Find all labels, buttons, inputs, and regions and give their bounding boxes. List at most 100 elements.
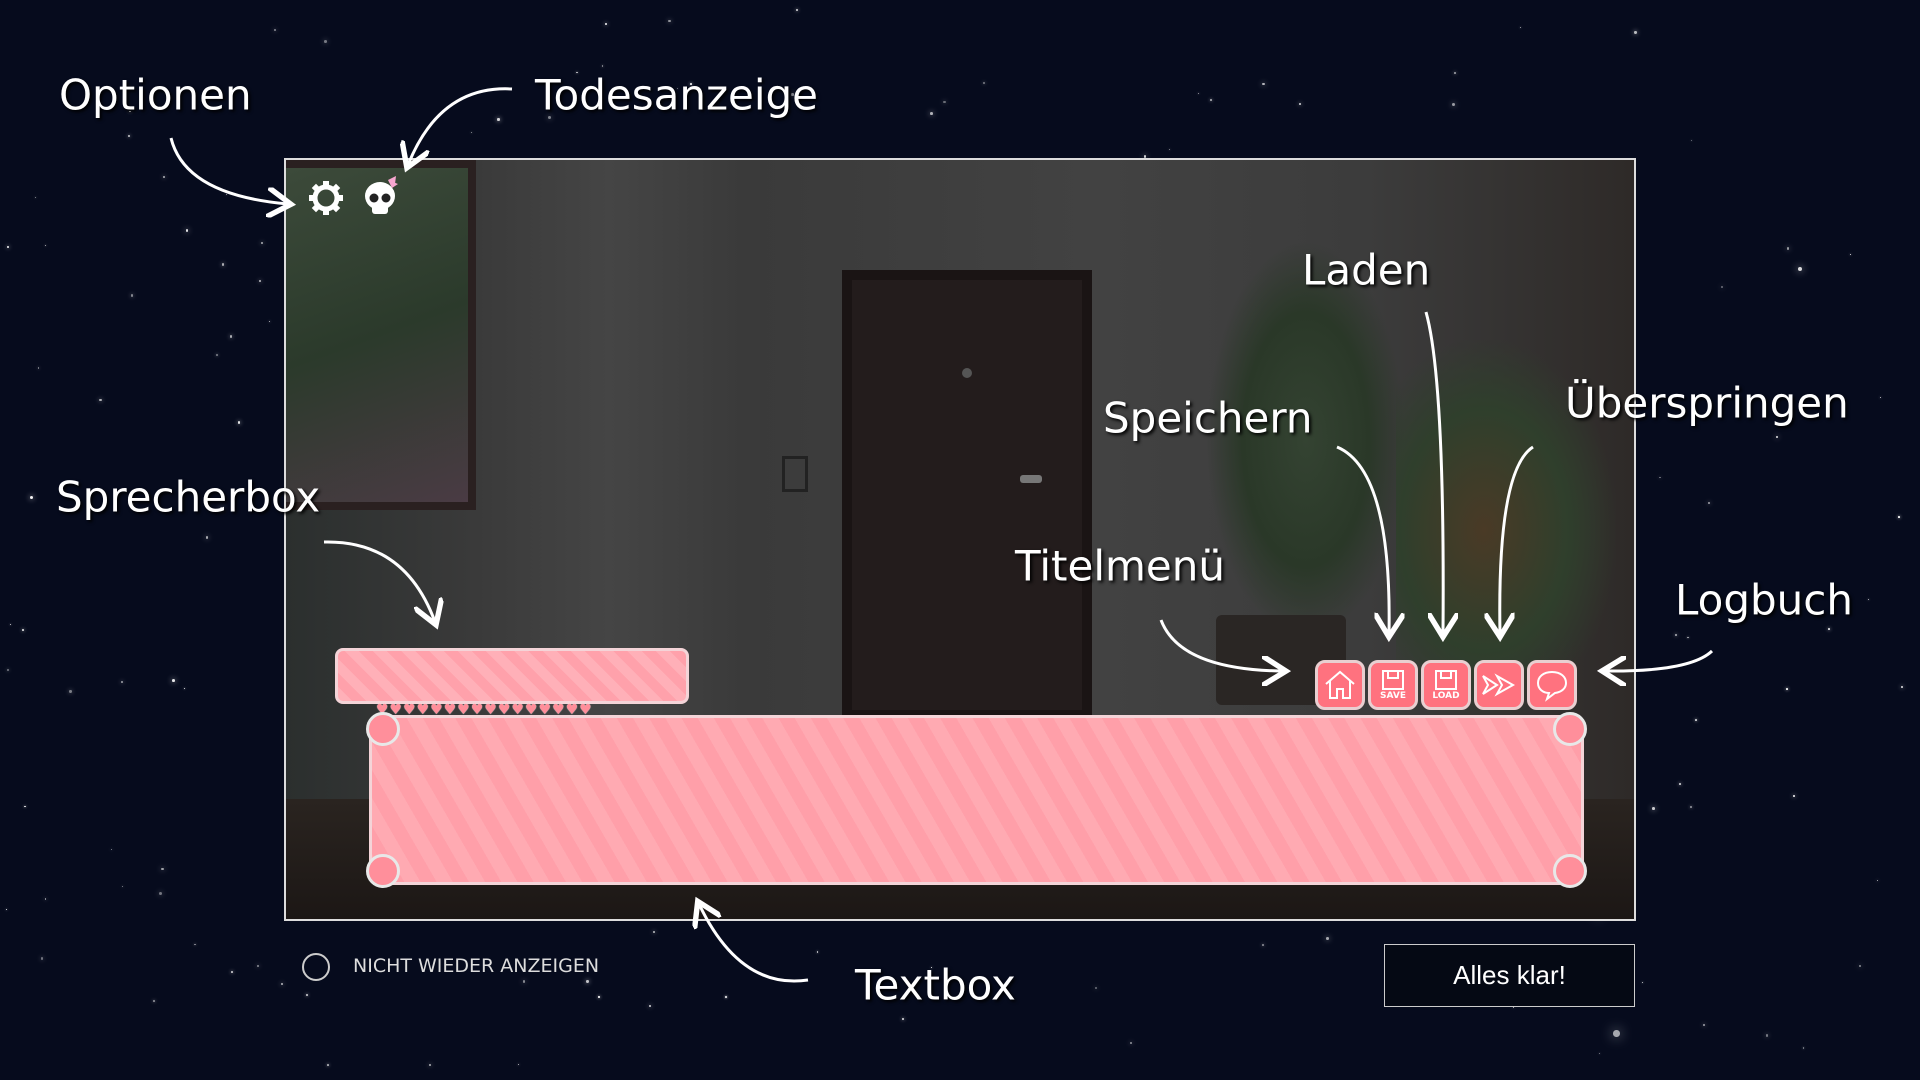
star <box>1451 103 1455 107</box>
star <box>1879 396 1881 398</box>
star <box>69 690 72 693</box>
star <box>305 993 308 996</box>
star <box>1858 964 1862 968</box>
load-button[interactable]: LOAD <box>1421 660 1471 710</box>
star <box>225 193 228 195</box>
light-switch <box>782 456 808 492</box>
star <box>237 421 240 424</box>
label-load: Laden <box>1302 245 1431 295</box>
star <box>159 891 163 895</box>
star <box>1674 634 1677 637</box>
star <box>1658 476 1661 479</box>
star <box>930 966 932 968</box>
star <box>548 116 552 120</box>
floppy-icon <box>1382 670 1404 690</box>
star <box>130 294 134 297</box>
star <box>1143 154 1147 158</box>
star <box>1169 148 1171 150</box>
quick-menu: SAVE LOAD <box>1315 660 1577 710</box>
star <box>929 112 933 116</box>
star <box>1513 1006 1515 1008</box>
star <box>37 367 40 369</box>
star <box>791 93 794 96</box>
label-textbox: Textbox <box>855 960 1016 1010</box>
star <box>194 943 196 946</box>
label-options: Optionen <box>59 70 252 120</box>
star <box>677 88 679 90</box>
star <box>44 897 47 900</box>
star <box>110 848 113 851</box>
star <box>163 176 166 179</box>
star <box>34 197 36 199</box>
star <box>725 996 727 998</box>
star <box>1849 254 1852 256</box>
star <box>1765 1034 1769 1037</box>
star <box>160 867 164 871</box>
speaker-box <box>335 648 689 704</box>
star <box>1720 285 1724 289</box>
door <box>842 270 1092 720</box>
star <box>816 951 819 953</box>
star <box>586 980 589 983</box>
star <box>281 982 284 985</box>
star <box>1786 688 1788 690</box>
star <box>185 229 189 233</box>
home-icon <box>1325 670 1355 699</box>
star <box>221 263 224 266</box>
star <box>1803 1047 1805 1049</box>
star <box>1641 981 1643 983</box>
star <box>796 9 799 12</box>
game-screenshot: ♥♥♥♥♥♥♥♥♥♥♥♥♥♥♥♥ SAVE LOAD <box>284 158 1636 921</box>
star <box>517 1064 520 1066</box>
star <box>1634 31 1637 34</box>
star <box>128 110 131 113</box>
title-menu-button[interactable] <box>1315 660 1365 710</box>
star <box>120 680 124 684</box>
star <box>602 65 604 67</box>
label-title-menu: Titelmenü <box>1015 541 1225 591</box>
star <box>327 1064 329 1066</box>
star <box>1519 26 1521 28</box>
label-log: Logbuch <box>1675 575 1854 625</box>
label-speaker-box: Sprecherbox <box>56 472 321 522</box>
star <box>576 71 578 73</box>
star <box>1687 636 1689 638</box>
skip-button[interactable] <box>1474 660 1524 710</box>
star <box>604 23 607 26</box>
star <box>230 970 233 973</box>
star <box>902 1018 904 1021</box>
star <box>44 244 46 246</box>
text-box <box>366 712 1587 888</box>
star <box>99 398 102 401</box>
ok-button[interactable]: Alles klar! <box>1384 944 1635 1007</box>
star <box>1695 719 1697 721</box>
star <box>1651 807 1655 811</box>
star <box>1678 783 1681 786</box>
flower-painting <box>286 160 476 510</box>
gear-icon[interactable] <box>306 178 346 218</box>
star <box>1708 502 1711 505</box>
load-button-label: LOAD <box>1432 691 1460 701</box>
star <box>1876 879 1879 882</box>
fast-forward-icon <box>1482 673 1516 697</box>
star <box>1326 936 1330 940</box>
save-button-label: SAVE <box>1380 691 1406 701</box>
star <box>9 623 11 625</box>
save-button[interactable]: SAVE <box>1368 660 1418 710</box>
star <box>1453 72 1456 74</box>
star <box>256 964 259 967</box>
star <box>1792 795 1795 798</box>
dont-show-again-checkbox[interactable] <box>302 953 330 981</box>
skull-icon[interactable] <box>362 176 402 216</box>
label-save: Speichern <box>1103 393 1313 443</box>
star <box>652 931 656 934</box>
star <box>29 496 33 500</box>
star <box>648 1004 651 1008</box>
speech-bubble-icon <box>1536 670 1568 702</box>
log-button[interactable] <box>1527 660 1577 710</box>
star <box>428 1063 432 1066</box>
dont-show-again-label[interactable]: NICHT WIEDER ANZEIGEN <box>353 955 600 977</box>
star <box>690 83 692 85</box>
star <box>1867 599 1869 601</box>
star <box>1775 435 1779 439</box>
